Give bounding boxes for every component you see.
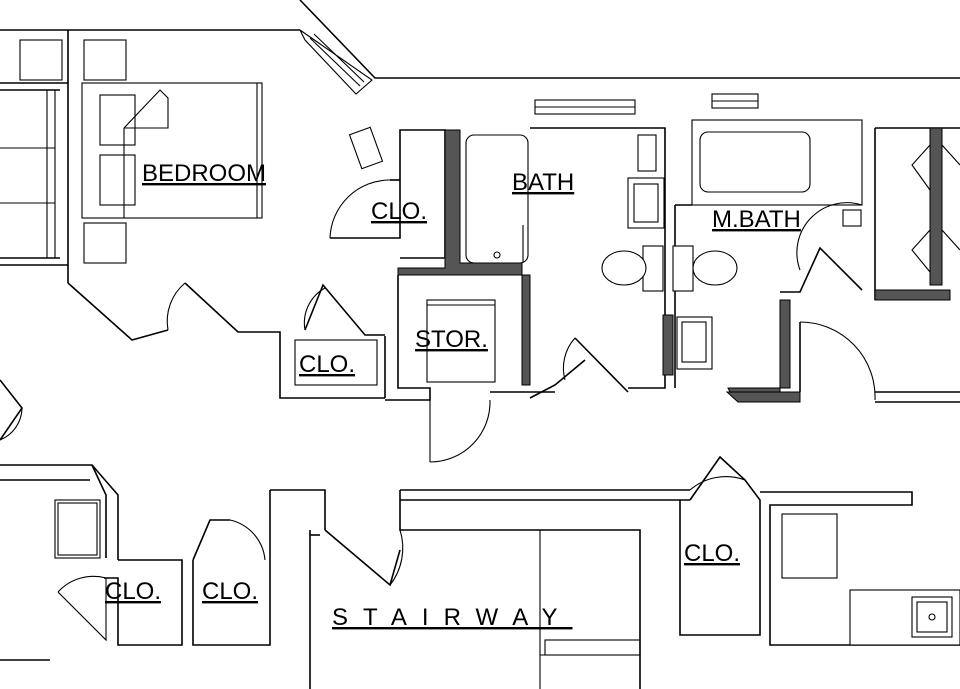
toilet xyxy=(692,250,738,286)
bedroom-closets xyxy=(294,129,446,386)
lower-right xyxy=(679,455,960,646)
room-label-master-bath: M.BATH xyxy=(712,206,801,233)
room-label-closet: CLO. xyxy=(105,578,161,605)
room-label-closet: CLO. xyxy=(684,540,740,567)
bathtub xyxy=(465,134,529,264)
nightstand xyxy=(83,39,127,81)
nightstand xyxy=(19,39,63,81)
room-label-storage: STOR. xyxy=(415,326,488,353)
right-closet xyxy=(874,127,960,301)
shelf xyxy=(637,134,657,172)
room-label-bath: BATH xyxy=(512,169,574,196)
pillow xyxy=(99,154,136,206)
kitchen-sink xyxy=(911,596,953,638)
room-labels: BEDROOM BATH M.BATH STOR. STAIRWAY CLO. … xyxy=(105,160,801,631)
lower-left xyxy=(0,379,404,661)
chair xyxy=(348,126,384,170)
stairway xyxy=(309,489,690,689)
bath xyxy=(397,99,666,399)
master-bath xyxy=(662,93,960,403)
sink xyxy=(627,177,665,229)
shelf xyxy=(842,209,862,227)
storage xyxy=(385,275,555,463)
room-label-closet: CLO. xyxy=(371,198,427,225)
toilet-tank xyxy=(672,245,694,292)
cabinet xyxy=(781,513,838,579)
upper-walls xyxy=(0,0,960,560)
room-label-bedroom: BEDROOM xyxy=(142,160,266,187)
bedroom xyxy=(19,29,384,331)
nightstand xyxy=(83,222,127,264)
master-tub xyxy=(699,131,811,193)
bed xyxy=(81,82,263,219)
pillow xyxy=(99,94,136,146)
room-label-closet: CLO. xyxy=(299,351,355,378)
room-label-closet: CLO. xyxy=(202,578,258,605)
room-label-stairway: STAIRWAY xyxy=(332,604,572,631)
toilet xyxy=(601,250,647,286)
